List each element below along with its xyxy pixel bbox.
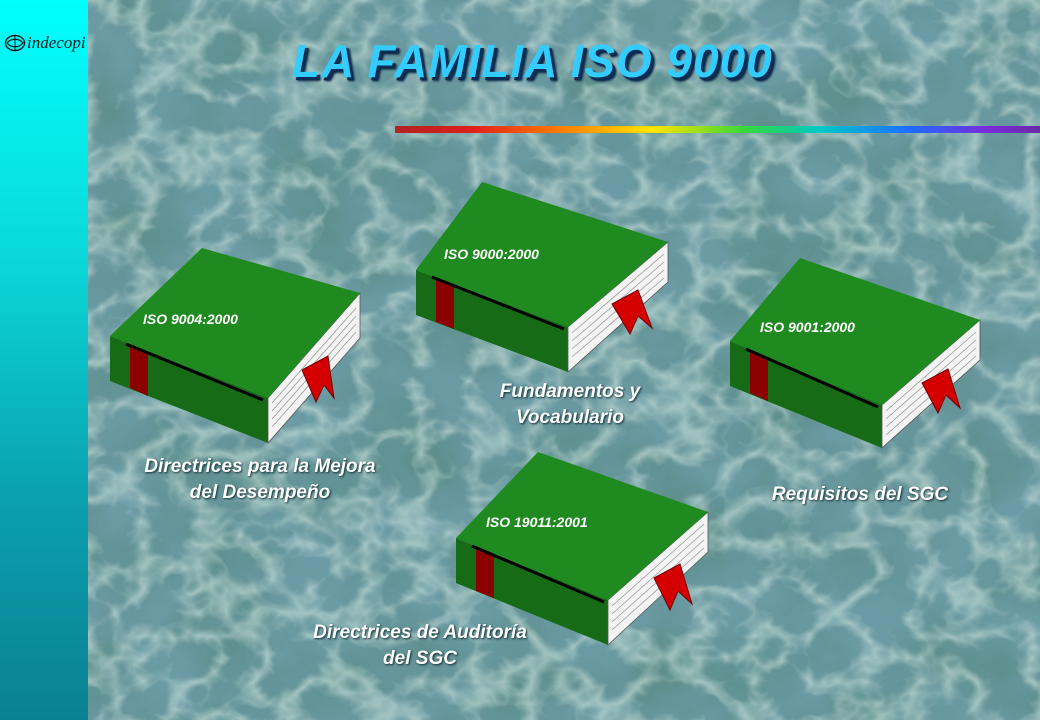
book-description: Directrices de Auditoría del SGC (313, 622, 527, 669)
book-description: Requisitos del SGC (771, 484, 949, 505)
book-icon (456, 452, 709, 646)
book-icon (416, 182, 669, 373)
book-icon (110, 248, 361, 445)
book-icon (730, 258, 981, 449)
book-code: ISO 9000:2000 (444, 246, 539, 262)
rainbow-divider (395, 126, 1040, 133)
book-code: ISO 9004:2000 (143, 311, 238, 327)
book-code: ISO 9001:2000 (760, 319, 855, 335)
book-code: ISO 19011:2001 (486, 514, 588, 530)
logo: indecopi (4, 31, 92, 55)
book-iso-9000: ISO 9000:2000 (416, 182, 676, 373)
book-iso-19011: ISO 19011:2001 (456, 452, 716, 647)
book-iso-9001: ISO 9001:2000 (730, 258, 990, 449)
book-iso-9004: ISO 9004:2000 (110, 248, 370, 445)
logo-text: indecopi (27, 33, 86, 52)
indecopi-emblem-icon (4, 34, 26, 52)
side-bar (0, 0, 88, 720)
page-title: LA FAMILIA ISO 9000 (292, 35, 773, 87)
book-description: Directrices para la Mejora del Desempeño (144, 456, 376, 503)
book-description: Fundamentos y Vocabulario (499, 381, 641, 428)
